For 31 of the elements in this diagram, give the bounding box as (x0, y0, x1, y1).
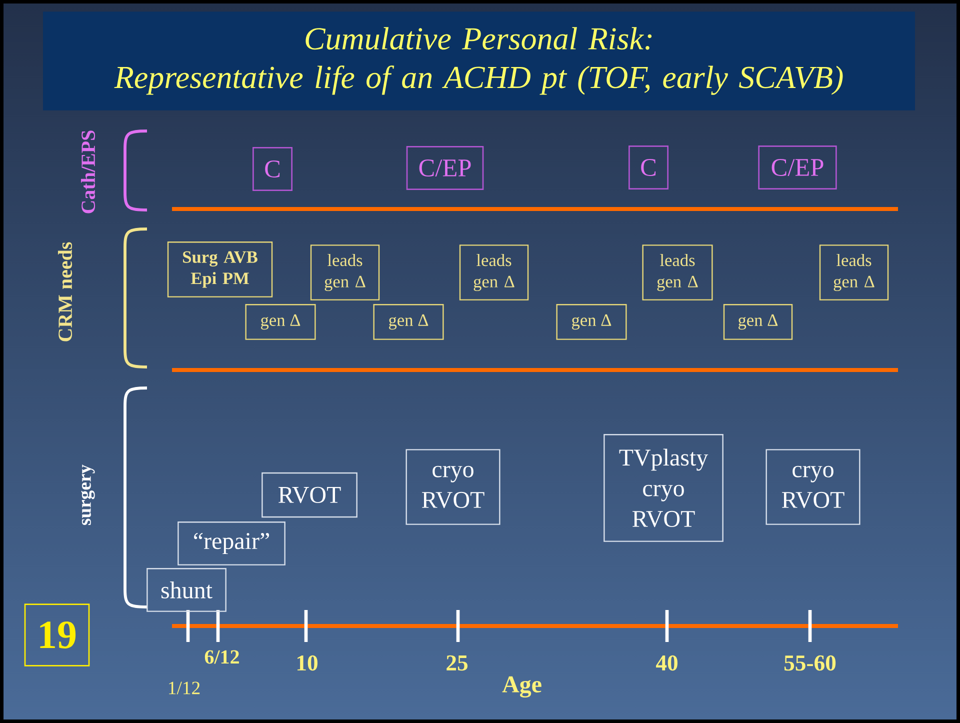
device-box: gen Δ (373, 304, 444, 340)
device-box: gen Δ (556, 304, 627, 340)
device-box: leads gen Δ (819, 244, 889, 300)
surgery-box: shunt (146, 568, 226, 612)
device-box: gen Δ (723, 304, 793, 340)
surgery-box: cryo RVOT (406, 449, 500, 525)
procedure-box: C/EP (758, 146, 837, 190)
title-banner: Cumulative Personal Risk: Representative life of an ACHD pt (TOF, early SCAVB) (43, 12, 915, 110)
device-box: leads gen Δ (459, 244, 529, 300)
tick-label: 25 (446, 655, 468, 671)
section-label: Cath/EPS (80, 130, 96, 214)
section-label: CRM needs (58, 242, 72, 342)
surgery-box: cryo RVOT (766, 449, 860, 525)
section-label: surgery (81, 464, 95, 526)
surgery-box: RVOT (262, 472, 358, 518)
device-box: Surg AVB Epi PM (167, 242, 273, 298)
procedure-box: C (628, 146, 668, 190)
tick-label: 10 (298, 655, 318, 671)
slide-number: 19 (24, 604, 90, 666)
procedure-box: C (252, 147, 292, 191)
tick-label: 55-60 (784, 655, 836, 671)
surgery-box: TVplasty cryo RVOT (604, 434, 724, 542)
device-box: gen Δ (245, 304, 316, 340)
procedure-box: C/EP (406, 146, 484, 190)
device-box: leads gen Δ (642, 244, 713, 300)
axis-title: Age (502, 676, 542, 698)
tick-label: 6/12 (204, 650, 239, 664)
surgery-box: “repair” (178, 522, 286, 566)
tick-label: 40 (656, 655, 678, 671)
tick-label: 1/12 (169, 682, 200, 694)
device-box: leads gen Δ (310, 244, 380, 300)
